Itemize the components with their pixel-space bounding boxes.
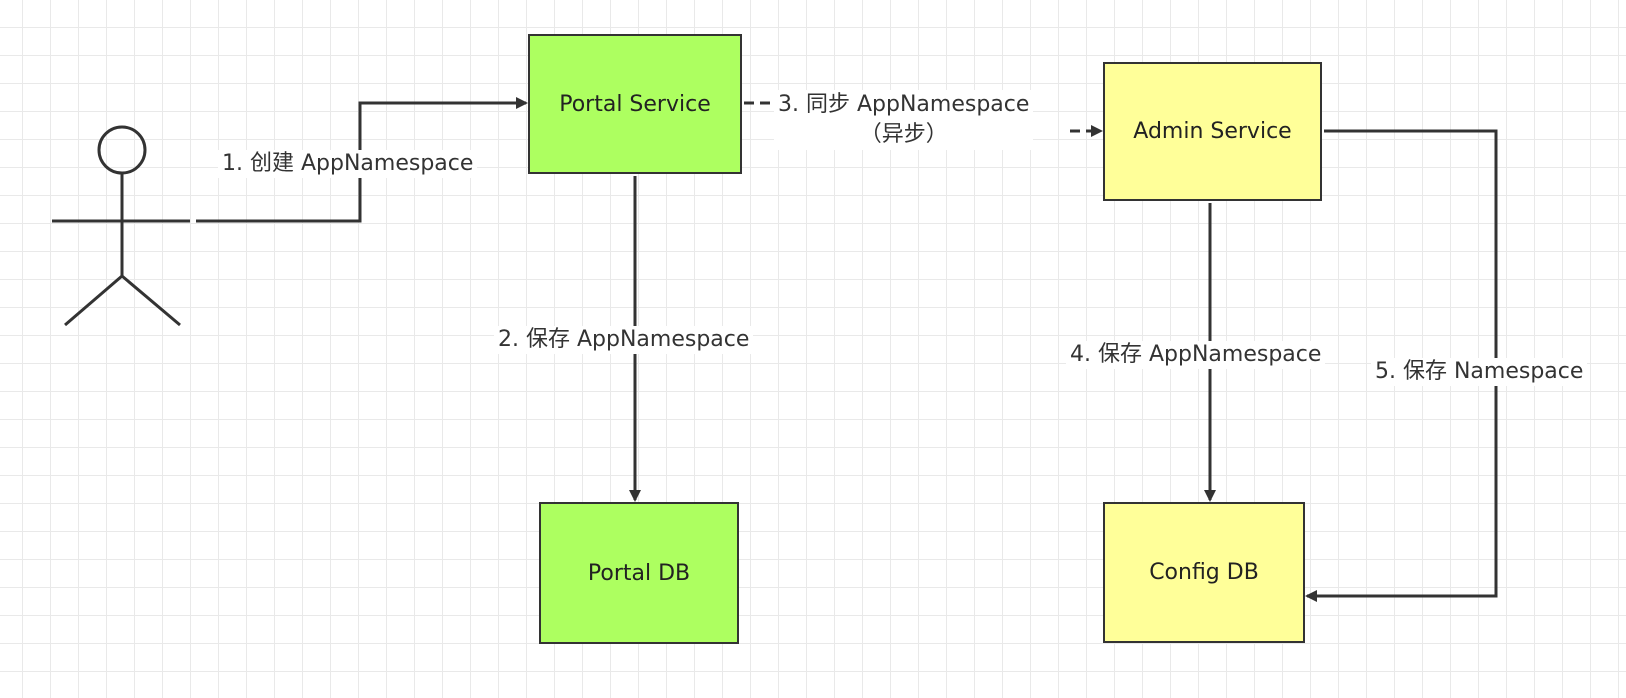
node-portal-db-label: Portal DB bbox=[587, 560, 691, 586]
node-portal-service[interactable]: Portal Service bbox=[528, 34, 742, 174]
node-admin-service[interactable]: Admin Service bbox=[1103, 62, 1322, 201]
edge-label-sync-appnamespace: 3. 同步 AppNamespace （异步） bbox=[774, 90, 1034, 150]
edge-label-save-appnamespace-portal: 2. 保存 AppNamespace bbox=[494, 326, 754, 354]
edge-label-save-appnamespace-config: 4. 保存 AppNamespace bbox=[1066, 341, 1326, 369]
node-config-db[interactable]: Config DB bbox=[1103, 502, 1305, 643]
node-portal-service-label: Portal Service bbox=[559, 91, 711, 117]
edge-label-create-appnamespace: 1. 创建 AppNamespace bbox=[218, 150, 478, 178]
edge-label-save-namespace: 5. 保存 Namespace bbox=[1371, 358, 1588, 386]
node-config-db-label: Config DB bbox=[1149, 560, 1259, 585]
node-portal-db[interactable]: Portal DB bbox=[539, 502, 739, 644]
user-actor-icon bbox=[52, 125, 190, 327]
node-admin-service-label: Admin Service bbox=[1133, 119, 1292, 144]
edge-label-sync-line2: （异步） bbox=[859, 122, 948, 147]
edge-label-sync-line1: 3. 同步 AppNamespace bbox=[778, 92, 1030, 117]
